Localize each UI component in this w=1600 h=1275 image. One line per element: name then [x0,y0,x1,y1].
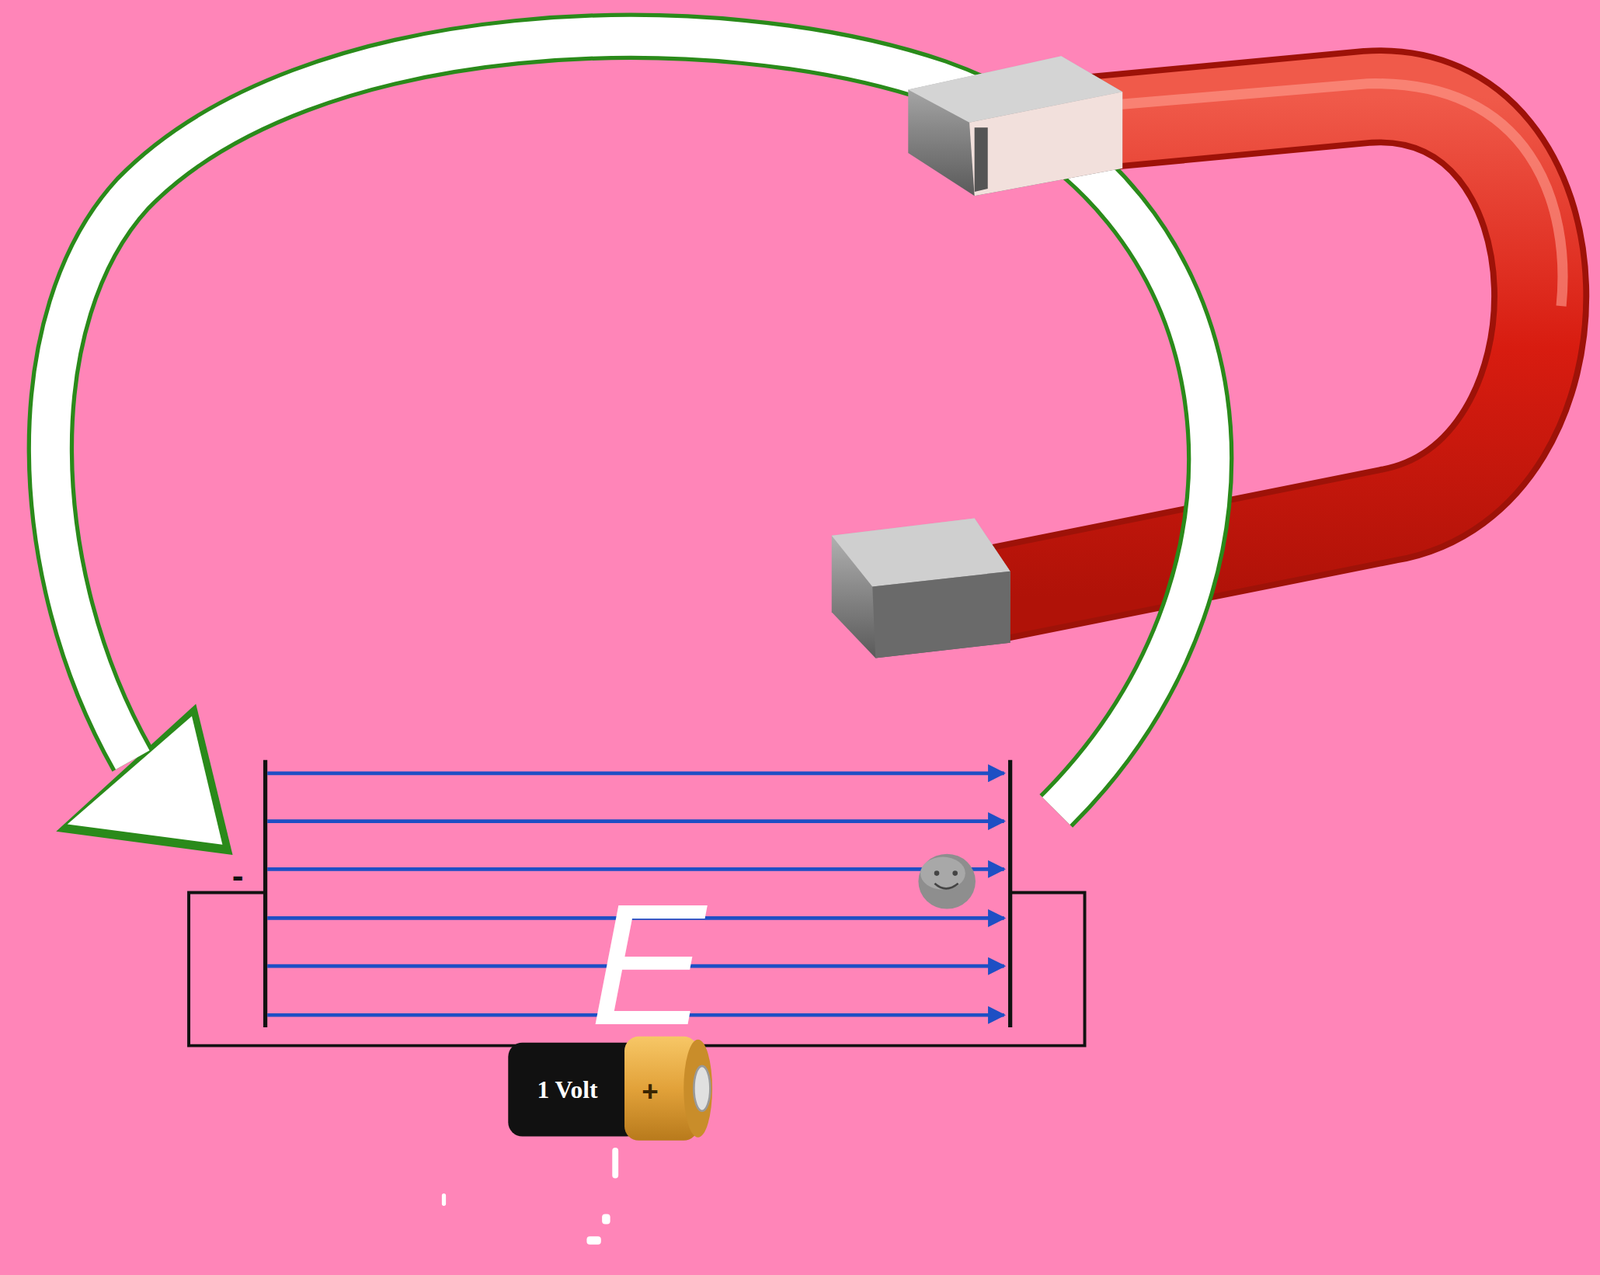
smudge [441,1147,619,1246]
field-symbol: E [590,877,707,1051]
magnet-pole [831,518,1011,658]
curved-arrow [50,36,1211,856]
polarity-sign: - [232,858,244,894]
battery-label: 1 Volt [536,1077,598,1103]
magnet-pole [907,55,1123,196]
battery [507,1036,713,1141]
polarity-sign: + [641,1077,658,1107]
charged-particle [918,854,976,910]
capacitor-plate [1008,760,1013,1028]
capacitor-plate [263,760,268,1028]
